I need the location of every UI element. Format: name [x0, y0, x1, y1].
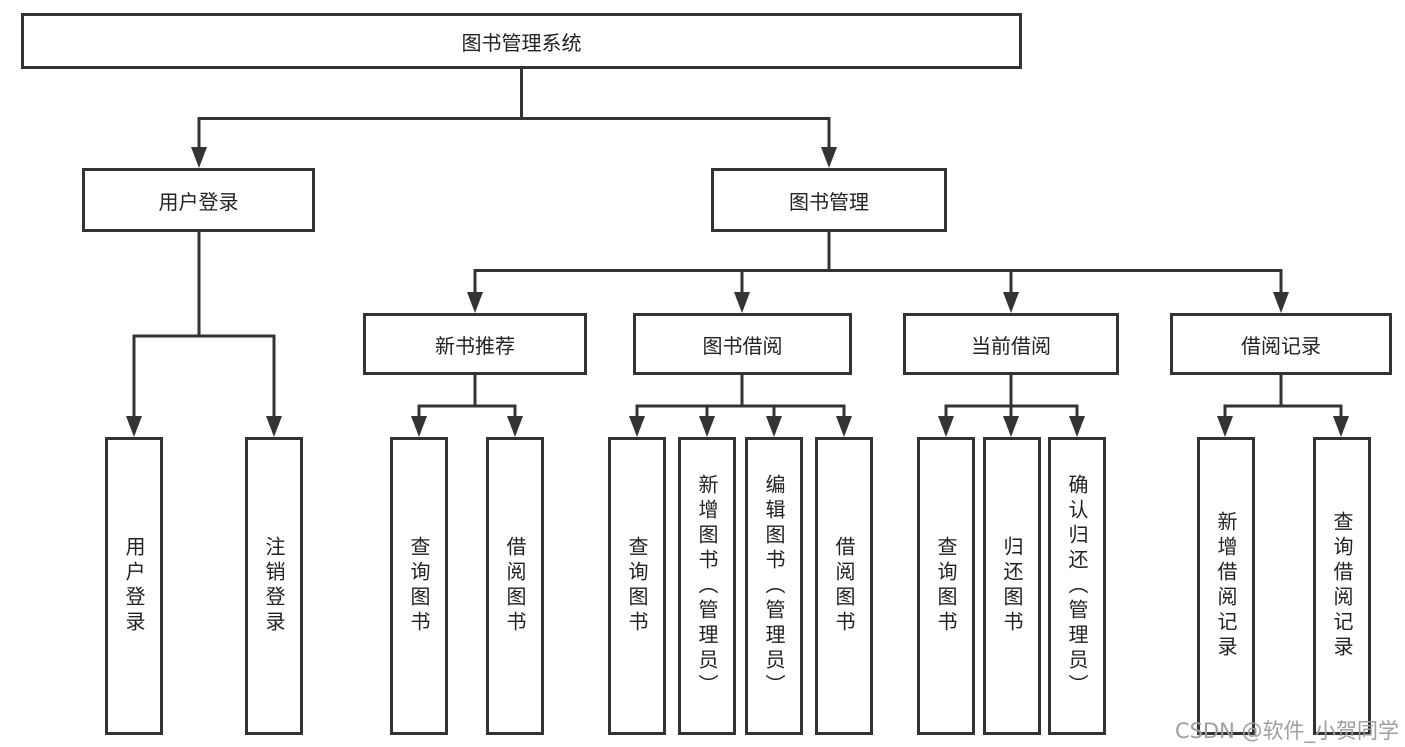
leaf-label: 编辑图书（管理员）	[762, 473, 786, 699]
connector-root-branch	[191, 69, 837, 168]
leaf-return-book: 归还图书	[983, 437, 1041, 735]
node-new-book-label: 新书推荐	[435, 333, 515, 358]
node-root: 图书管理系统	[21, 13, 1022, 69]
leaf-add-book-admin: 新增图书（管理员）	[678, 437, 736, 735]
arrow-down-icon	[191, 147, 207, 168]
leaf-label: 确认归还（管理员）	[1065, 473, 1089, 699]
connector-borrow-record-branch	[1217, 375, 1349, 437]
arrow-down-icon	[266, 416, 282, 437]
leaf-label: 新增图书（管理员）	[695, 473, 719, 699]
node-book-mgmt-label: 图书管理	[789, 189, 869, 214]
leaf-label: 新增借阅记录	[1214, 511, 1238, 661]
connector-book-borrow-branch	[629, 375, 852, 437]
connector-current-borrow-branch	[938, 375, 1085, 437]
leaf-add-borrow-record: 新增借阅记录	[1197, 437, 1255, 735]
node-borrow-record-label: 借阅记录	[1241, 333, 1321, 358]
arrow-down-icon	[507, 416, 523, 437]
leaf-query-borrow-record: 查询借阅记录	[1313, 437, 1371, 735]
leaf-confirm-return-admin: 确认归还（管理员）	[1048, 437, 1106, 735]
node-root-label: 图书管理系统	[461, 30, 582, 55]
connector-book-mgmt-branch	[467, 232, 1289, 313]
leaf-label: 用户登录	[122, 536, 146, 636]
leaf-label: 归还图书	[1000, 536, 1024, 636]
node-book-borrow-label: 图书借阅	[702, 333, 783, 358]
leaf-label: 查询图书	[407, 536, 431, 636]
node-current-borrow-label: 当前借阅	[971, 333, 1051, 358]
arrow-down-icon	[1273, 292, 1289, 313]
node-current-borrow: 当前借阅	[903, 313, 1119, 375]
leaf-edit-book-admin: 编辑图书（管理员）	[745, 437, 803, 735]
arrow-down-icon	[1217, 416, 1233, 437]
leaf-user-login: 用户登录	[105, 437, 163, 735]
leaf-borrow-book-2: 借阅图书	[815, 437, 873, 735]
arrow-down-icon	[467, 292, 483, 313]
arrow-down-icon	[629, 416, 645, 437]
node-new-book: 新书推荐	[363, 313, 587, 375]
arrow-down-icon	[1069, 416, 1085, 437]
arrow-down-icon	[699, 416, 715, 437]
leaf-borrow-book-1: 借阅图书	[486, 437, 544, 735]
node-user-login: 用户登录	[82, 168, 315, 232]
leaf-query-book-1: 查询图书	[390, 437, 448, 735]
arrow-down-icon	[938, 416, 954, 437]
leaf-label: 查询图书	[934, 536, 958, 636]
arrow-down-icon	[1003, 416, 1019, 437]
node-user-login-label: 用户登录	[158, 189, 239, 214]
node-book-mgmt: 图书管理	[711, 168, 947, 232]
arrow-down-icon	[734, 292, 750, 313]
arrow-down-icon	[766, 416, 782, 437]
connector-new-book-branch	[411, 375, 523, 437]
node-borrow-record: 借阅记录	[1170, 313, 1392, 375]
arrow-down-icon	[126, 416, 142, 437]
arrow-down-icon	[1003, 292, 1019, 313]
leaf-query-book-3: 查询图书	[917, 437, 975, 735]
arrow-down-icon	[1333, 416, 1349, 437]
arrow-down-icon	[411, 416, 427, 437]
node-book-borrow: 图书借阅	[633, 313, 852, 375]
csdn-watermark: CSDN @软件_小贺同学	[1174, 719, 1399, 743]
leaf-query-book-2: 查询图书	[608, 437, 666, 735]
leaf-label: 借阅图书	[503, 536, 527, 636]
leaf-label: 查询借阅记录	[1330, 511, 1354, 661]
arrow-down-icon	[836, 416, 852, 437]
connector-user-login-branch	[126, 232, 282, 437]
leaf-label: 借阅图书	[832, 536, 856, 636]
leaf-label: 注销登录	[262, 536, 286, 636]
arrow-down-icon	[821, 147, 837, 168]
leaf-label: 查询图书	[625, 536, 649, 636]
leaf-logout: 注销登录	[245, 437, 303, 735]
